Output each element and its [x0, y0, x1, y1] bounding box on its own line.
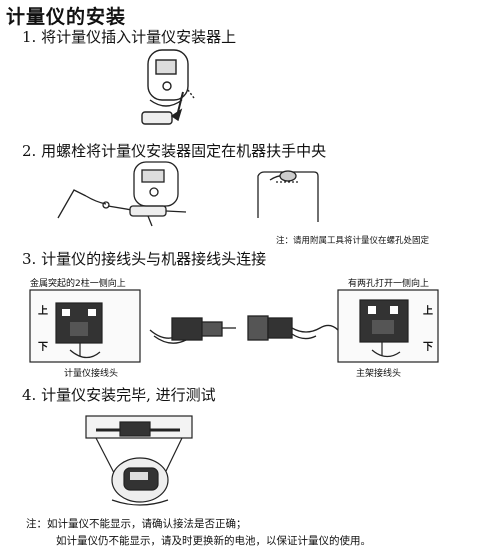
right-down-label: 下 [423, 342, 433, 353]
step3-meter-connector-panel [29, 289, 141, 363]
page-title: 计量仪的安装 [6, 6, 127, 28]
step2-note: 注：请用附属工具将计量仪在螺孔处固定 [276, 236, 430, 246]
right-up-label: 上 [423, 306, 433, 317]
step3-frame-connector-panel [337, 289, 439, 363]
step-2-text: 2. 用螺栓将计量仪安装器固定在机器扶手中央 [22, 142, 327, 160]
step-4-text: 4. 计量仪安装完毕, 进行测试 [22, 386, 216, 404]
right-caption-top: 有两孔打开一侧向上 [348, 279, 430, 289]
step1-meter-illustration [141, 49, 195, 125]
step2-mount-illustration [57, 161, 187, 227]
left-up-label: 上 [38, 306, 48, 317]
right-caption-bottom: 主架接线头 [356, 369, 402, 379]
step2-handlebar-illustration [257, 170, 319, 222]
step4-test-illustration [85, 415, 193, 506]
left-down-label: 下 [38, 342, 48, 353]
left-caption-bottom: 计量仪接线头 [64, 369, 119, 379]
step3-cables [149, 315, 339, 344]
footer-note-line-2: 如计量仪仍不能显示，请及时更换新的电池，以保证计量仪的使用。 [56, 535, 371, 547]
footer-note-line-1: 注：如计量仪不能显示，请确认接法是否正确； [26, 518, 247, 530]
step-3-text: 3. 计量仪的接线头与机器接线头连接 [22, 250, 267, 268]
left-caption-top: 金属突起的2柱一侧向上 [30, 279, 126, 289]
step-1-text: 1. 将计量仪插入计量仪安装器上 [22, 28, 237, 46]
